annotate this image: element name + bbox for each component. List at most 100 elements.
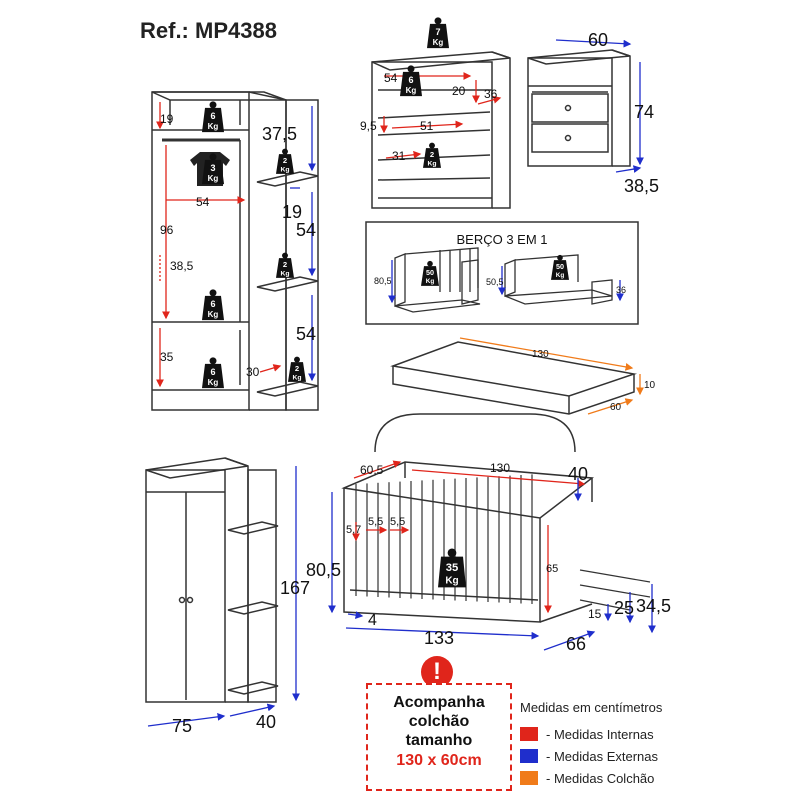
weight-badge-wardrobe-bottom: 6Kg [202,357,224,389]
dim-nightstand-60: 60 [588,30,608,50]
dim-wardrobe-75: 75 [172,716,192,736]
weight-badge-knob [407,65,415,73]
note-line-1: Acompanha [393,694,485,711]
dim-sofa-80-5: 80,5 [374,276,392,286]
dim-shelf-19: 19 [282,202,302,222]
weight-badge-shelf1: 2Kg [276,148,294,174]
weight-badge-knob [434,17,442,25]
legend-item-external: - Medidas Externas [520,745,662,767]
dim-crib-5-7: 5,7 [346,524,361,536]
dim-nightstand-74: 74 [634,102,654,122]
dim-crib-130: 130 [490,461,510,475]
weight-badge-number: 3 [210,163,215,173]
berco-box [365,221,639,325]
weight-badge-unit: Kg [445,575,458,586]
weight-badge-body [276,154,294,174]
weight-badge-unit: Kg [406,86,417,95]
dim-crib-25: 25 [614,598,634,618]
dim-wardrobe-19: 19 [160,112,174,126]
weight-badge-wardrobe-rod: 3Kg [202,153,224,185]
weight-badge-body [551,260,569,280]
dim-bed-50-5: 50,5 [486,277,504,287]
weight-badge-unit: Kg [426,278,435,285]
weight-badge-number: 2 [430,150,434,159]
dim-dresser-36: 36 [484,87,498,101]
weight-badge-knob [209,357,217,365]
dim-crib-4: 4 [368,612,377,629]
dim-bed-36: 36 [616,285,626,295]
dim-wardrobe-96: 96 [160,223,174,237]
note-line-2: colchão [408,713,470,730]
weight-badge-knob [447,548,457,558]
weight-badges: 7Kg6Kg2Kg6Kg3Kg6Kg6Kg2Kg2Kg2Kg50Kg50Kg35… [202,17,569,588]
dim-dresser-54: 54 [384,71,398,85]
sofa-mode [394,247,481,313]
note-line-3: tamanho [405,732,473,749]
berco-title: BERÇO 3 EM 1 [456,232,547,247]
weight-badge-body [202,363,224,389]
weight-badge-body [423,148,441,168]
weight-badge-shelf3: 2Kg [288,356,306,382]
weight-badge-body [421,266,439,286]
dim-mattress-130: 130 [532,349,549,360]
bed-mode [504,254,613,305]
weight-badge-unit: Kg [208,310,219,319]
dim-crib-66: 66 [566,634,586,654]
weight-badge-unit: Kg [433,38,444,47]
dim-dresser-9-5: 9,5 [360,119,377,133]
weight-badge-number: 2 [283,260,287,269]
legend-swatch-mattress [520,771,538,785]
weight-badge-unit: Kg [208,122,219,131]
dim-dresser-20: 20 [452,84,466,98]
legend-item-internal: - Medidas Internas [520,723,662,745]
dim-wardrobe-167: 167 [280,578,310,598]
weight-badge-unit: Kg [280,271,289,278]
dim-crib-65: 65 [546,563,558,575]
weight-badge-body [276,258,294,278]
weight-badge-knob [209,101,217,109]
weight-badge-body [427,23,449,49]
dim-nightstand-38-5: 38,5 [624,176,659,196]
mattress-note: Acompanha colchão tamanho 130 x 60cm [366,683,512,791]
legend-label-mattress: - Medidas Colchão [546,770,655,786]
dim-wardrobe-54: 54 [196,195,210,209]
weight-badge-body [288,362,306,382]
weight-badge-unit: Kg [556,272,565,279]
dim-crib-5-5a: 5,5 [368,516,383,528]
weight-badge-body [202,159,224,185]
dim-crib-5-5b: 5,5 [390,516,405,528]
legend-item-mattress: - Medidas Colchão [520,767,662,789]
dim-crib-60-5: 60,5 [360,463,384,477]
weight-badge-knob [209,289,217,297]
reference-title: Ref.: MP4388 [140,18,277,43]
dim-dresser-51: 51 [420,119,434,133]
weight-badge-number: 2 [283,156,287,165]
dim-wardrobe-40: 40 [256,712,276,732]
dim-shelf-54b: 54 [296,324,316,344]
weight-badge-unit: Kg [427,161,436,168]
weight-badge-knob [427,260,433,267]
weight-badge-number: 50 [556,262,564,271]
weight-badge-knob [209,153,217,161]
wardrobe-exterior [145,457,279,703]
weight-badge-wardrobe-mid: 6Kg [202,289,224,321]
weight-badge-number: 6 [210,111,215,121]
legend-swatch-internal [520,727,538,741]
weight-badge-body [202,295,224,321]
legend-swatch-external [520,749,538,763]
warning-icon: ! [421,656,453,688]
weight-badge-number: 6 [210,299,215,309]
weight-badge-number: 6 [408,75,413,85]
dim-crib-15: 15 [588,607,602,621]
legend: Medidas em centímetros - Medidas Interna… [520,700,662,789]
wardrobe-interior [151,91,319,411]
legend-label-internal: - Medidas Internas [546,726,654,742]
weight-badge-wardrobe-top: 6Kg [202,101,224,133]
dim-dresser-31: 31 [392,149,406,163]
dim-wardrobe-38-5: 38,5 [170,259,194,273]
nightstand [527,49,631,167]
weight-badge-number: 2 [295,364,299,373]
